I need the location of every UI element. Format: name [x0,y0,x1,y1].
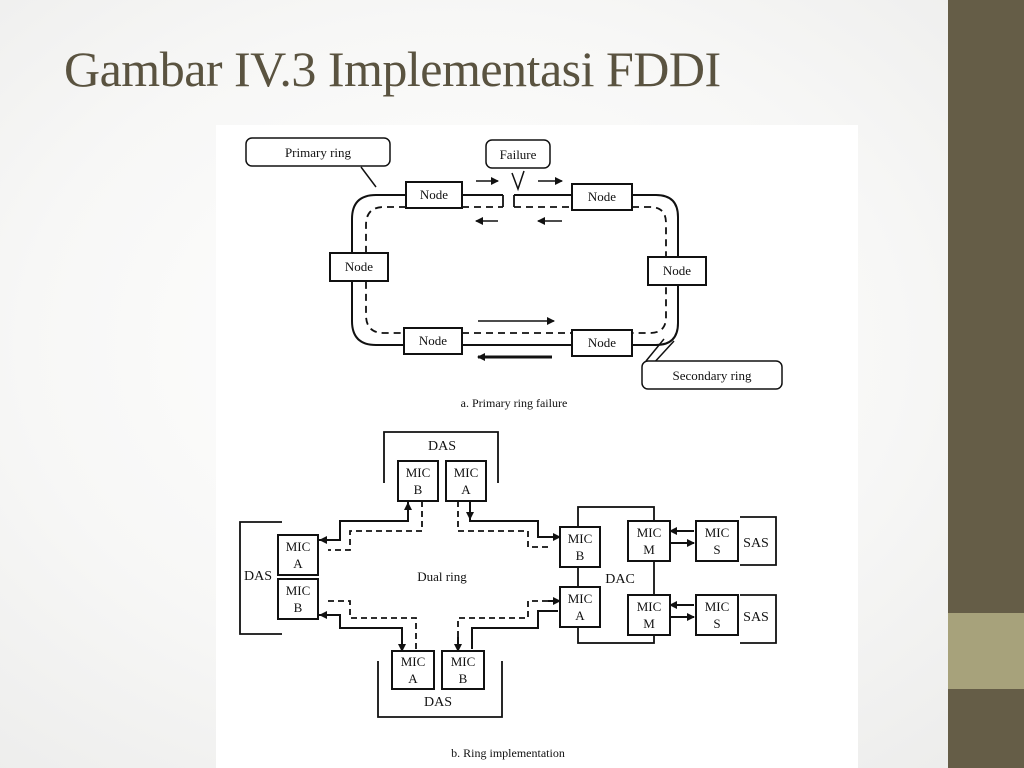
node-label: Node [663,263,691,278]
mic-label: MIC [286,583,311,598]
mic-port-label: A [293,556,303,571]
node-label: Node [588,335,616,350]
mic-label: MIC [454,465,479,480]
mic-label: MIC [451,654,476,669]
mic-label: MIC [705,525,730,540]
dual-ring-label: Dual ring [417,569,467,584]
mic-label: MIC [705,599,730,614]
node-label: Node [420,187,448,202]
primary-ring-callout: Primary ring [285,145,352,160]
node-label: Node [345,259,373,274]
mic-port-label: B [414,482,423,497]
mic-port-label: A [575,608,585,623]
mic-port-label: A [461,482,471,497]
mic-port-label: A [408,671,418,686]
das-label: DAS [424,695,452,710]
sas-label: SAS [743,610,769,625]
mic-label: MIC [637,525,662,540]
mic-label: MIC [286,539,311,554]
mic-port-label: B [294,600,303,615]
failure-callout: Failure [500,147,537,162]
das-label: DAS [428,439,456,454]
node-label: Node [419,333,447,348]
dac-label: DAC [605,572,635,587]
caption-a: a. Primary ring failure [461,396,568,410]
mic-label: MIC [637,599,662,614]
fddi-diagram-svg: Node Node Node Node Node Node Primary ri… [239,137,783,760]
mic-label: MIC [401,654,426,669]
sas-label: SAS [743,536,769,551]
mic-port-label: S [713,542,720,557]
secondary-ring-callout: Secondary ring [672,368,752,383]
mic-port-label: B [576,548,585,563]
sidebar-accent-block [948,613,1024,689]
slide-title: Gambar IV.3 Implementasi FDDI [64,41,721,97]
mic-port-label: M [643,616,655,631]
fddi-figure: Node Node Node Node Node Node Primary ri… [216,125,858,768]
mic-label: MIC [568,591,593,606]
mic-label: MIC [568,531,593,546]
mic-port-label: S [713,616,720,631]
mic-port-label: M [643,542,655,557]
caption-b: b. Ring implementation [451,746,565,760]
ring-implementation-labels: DAS DAS DAS DAC SAS SAS Dual ring MIC B … [244,439,769,760]
das-label: DAS [244,569,272,584]
mic-port-label: B [459,671,468,686]
ring-failure-diagram [245,137,783,390]
ring-failure-labels: Node Node Node Node Node Node Primary ri… [285,145,752,410]
ring-implementation-diagram [239,431,777,718]
mic-label: MIC [406,465,431,480]
node-label: Node [588,189,616,204]
